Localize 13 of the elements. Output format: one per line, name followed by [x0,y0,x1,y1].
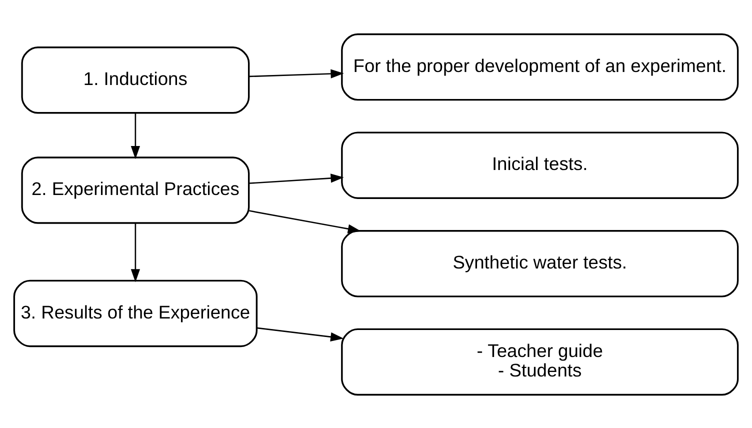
node-box: 1. Inductions [21,46,250,114]
arrow [249,173,344,184]
node-box: For the proper development of an experiment. [341,32,739,100]
node-box: Inicial tests. [341,131,739,198]
arrow [249,210,362,233]
arrow [130,222,140,282]
arrow [249,68,344,78]
node-box: - Teacher guide - Students [341,328,739,396]
node-box: 3. Results of the Experience [13,279,258,347]
arrow [130,112,140,159]
arrow [256,326,344,341]
node-box: Synthetic water tests. [341,230,739,297]
node-box: 2. Experimental Practices [21,156,250,224]
